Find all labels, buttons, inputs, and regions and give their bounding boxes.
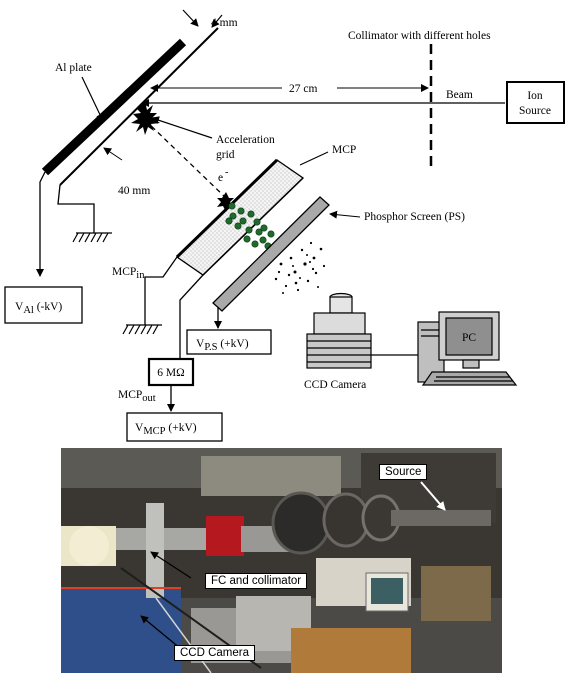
experimental-setup-diagram: 4 mm Al plate 27 cm Collimator with diff… [0,0,566,448]
phosphor-label: Phosphor Screen (PS) [364,211,465,223]
electron-label: e [218,172,223,184]
phosphor-pointer [330,214,360,217]
grid-distance-arrow-upper [104,148,122,160]
ccd-camera-label: CCD Camera [304,379,366,391]
mcp-plate [177,160,303,275]
gap-arrow-upper [183,10,198,26]
acceleration-grid-line [60,28,218,185]
photo-fc-collimator-label: FC and collimator [205,573,307,589]
acceleration-grid-label-line1: Acceleration [216,134,275,146]
electron-trajectory [145,120,226,198]
mcp-label: MCP [332,144,356,156]
al-plate-label: Al plate [55,62,92,74]
photo-source-arrow [61,448,502,673]
al-wire [40,172,45,276]
gap-label: 4 mm [211,17,238,29]
ground-symbol-mcp [123,325,162,334]
ccd-camera-icon [307,294,371,369]
electron-superscript: - [225,167,229,178]
ground-symbol-grid [73,233,112,242]
collimator-label: Collimator with different holes [348,30,491,42]
mcp-in-label: MCPin [112,266,145,281]
grid-distance-label: 40 mm [118,185,150,197]
distance-label: 27 cm [289,83,317,95]
ion-source-line1: Ion [527,90,543,102]
grid-ground-wire [58,185,94,233]
pc-icon [418,312,516,385]
mcp-out-label: MCPout [118,389,156,404]
photo-ccd-label: CCD Camera [174,645,255,661]
resistor-label: 6 MΩ [157,367,184,379]
al-plate-pointer [82,77,103,121]
acceleration-grid-label-line2: grid [216,149,235,161]
ion-source-line2: Source [519,105,551,117]
mcp-in-wire [145,257,177,325]
pc-label: PC [462,332,476,344]
mcp-pointer [300,152,328,165]
impact-star [131,101,160,135]
beam-label: Beam [446,89,473,101]
lab-photo: Source FC and collimator CCD Camera [61,448,502,673]
